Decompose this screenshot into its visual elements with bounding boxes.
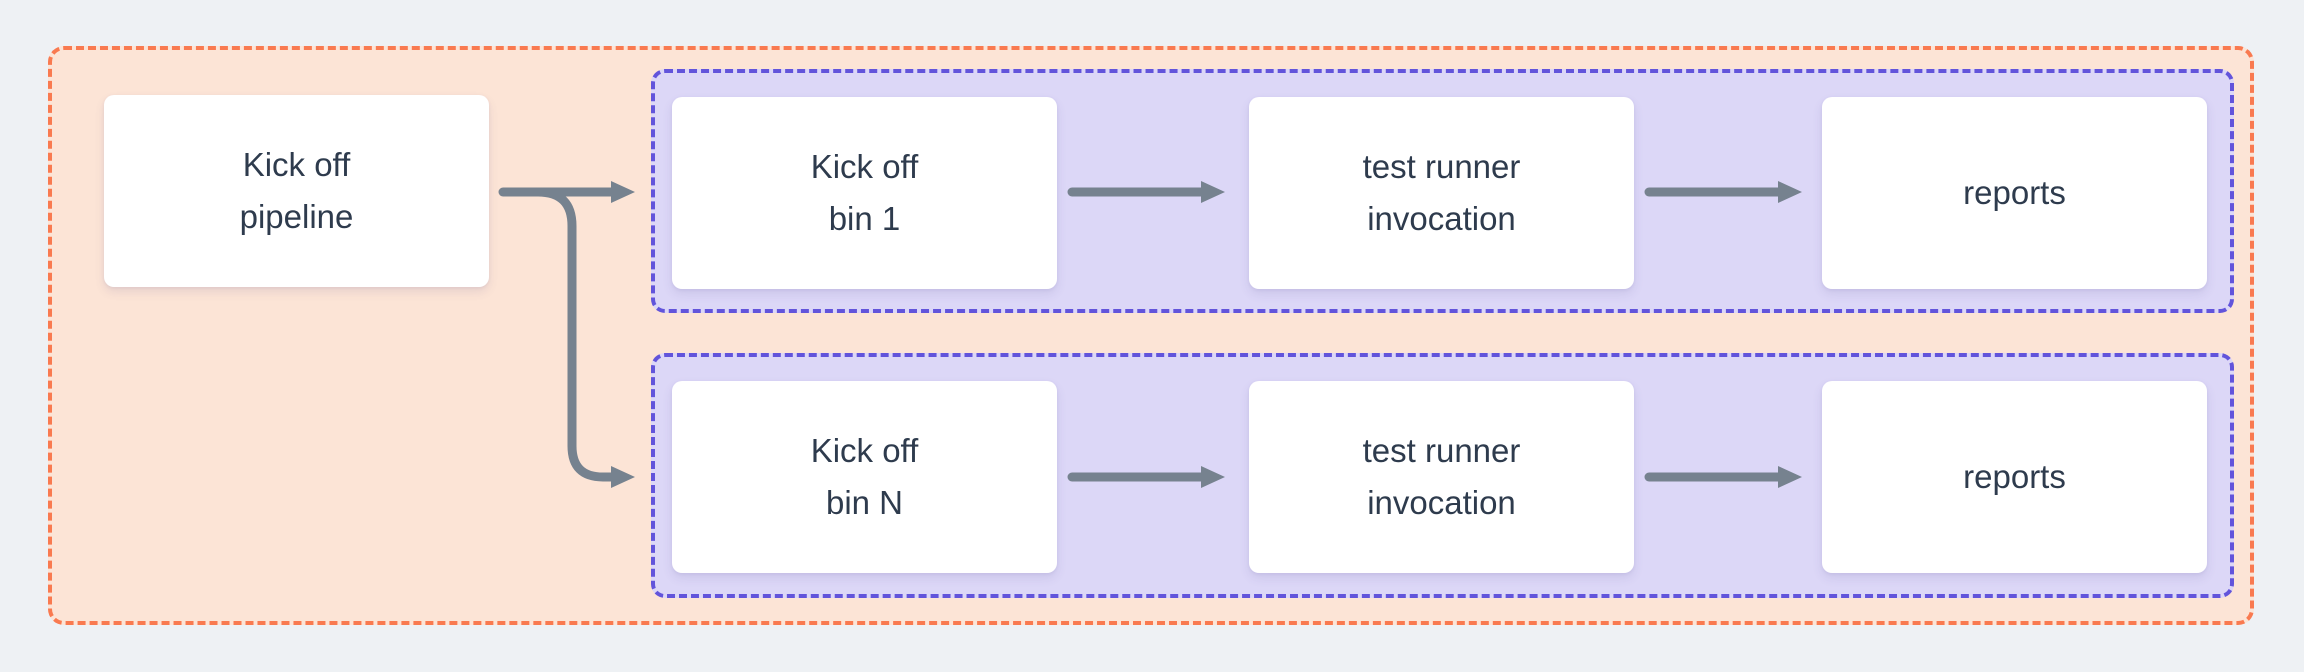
node-label-reports-1: reports: [1963, 174, 2066, 211]
node-test-runner-invocation-1: test runner invocation: [1249, 97, 1634, 289]
bin-1-lane: Kick off bin 1 test runner invocation re…: [651, 69, 2234, 313]
node-label-test-runner-invocation-2: test runner invocation: [1362, 432, 1521, 521]
pipeline-group: Kick off pipeline Kick off bin 1 test ru…: [48, 46, 2254, 625]
node-label-kick-off-bin-1: Kick off bin 1: [810, 148, 919, 237]
node-reports-1: reports: [1822, 97, 2207, 289]
node-label-kick-off-bin-n: Kick off bin N: [810, 432, 919, 521]
node-reports-2: reports: [1822, 381, 2207, 573]
node-kick-off-bin-n: Kick off bin N: [672, 381, 1057, 573]
node-test-runner-invocation-2: test runner invocation: [1249, 381, 1634, 573]
node-kick-off-bin-1: Kick off bin 1: [672, 97, 1057, 289]
node-kick-off-pipeline: Kick off pipeline: [104, 95, 489, 287]
node-label-reports-2: reports: [1963, 458, 2066, 495]
node-label-kick-off-pipeline: Kick off pipeline: [239, 146, 354, 235]
bin-n-lane: Kick off bin N test runner invocation re…: [651, 353, 2234, 598]
node-label-test-runner-invocation-1: test runner invocation: [1362, 148, 1521, 237]
